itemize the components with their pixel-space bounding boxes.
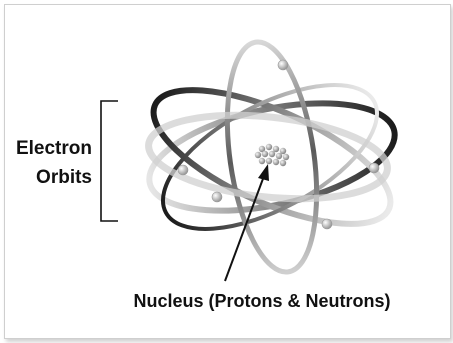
orbit-ring: [224, 39, 320, 275]
nucleus-arrow: [224, 164, 269, 282]
nucleus-icon: [254, 143, 290, 167]
electron-icon: [368, 162, 380, 174]
electron-icon: [177, 164, 189, 176]
electron-icon: [211, 191, 223, 203]
electron-icon: [321, 218, 333, 230]
electron-icon: [277, 59, 289, 71]
orbit-ring: [145, 111, 391, 203]
electron-orbits: [145, 39, 398, 275]
nucleus-label: Nucleus (Protons & Neutrons): [133, 291, 390, 311]
electrons: [177, 59, 380, 230]
electron-orbits-label-line1: Electron: [16, 138, 92, 159]
electron-orbits-label-line2: Orbits: [36, 167, 92, 188]
orbit-ring: [160, 83, 380, 231]
orbit-ring: [146, 100, 398, 214]
orbits-bracket: [100, 100, 118, 222]
